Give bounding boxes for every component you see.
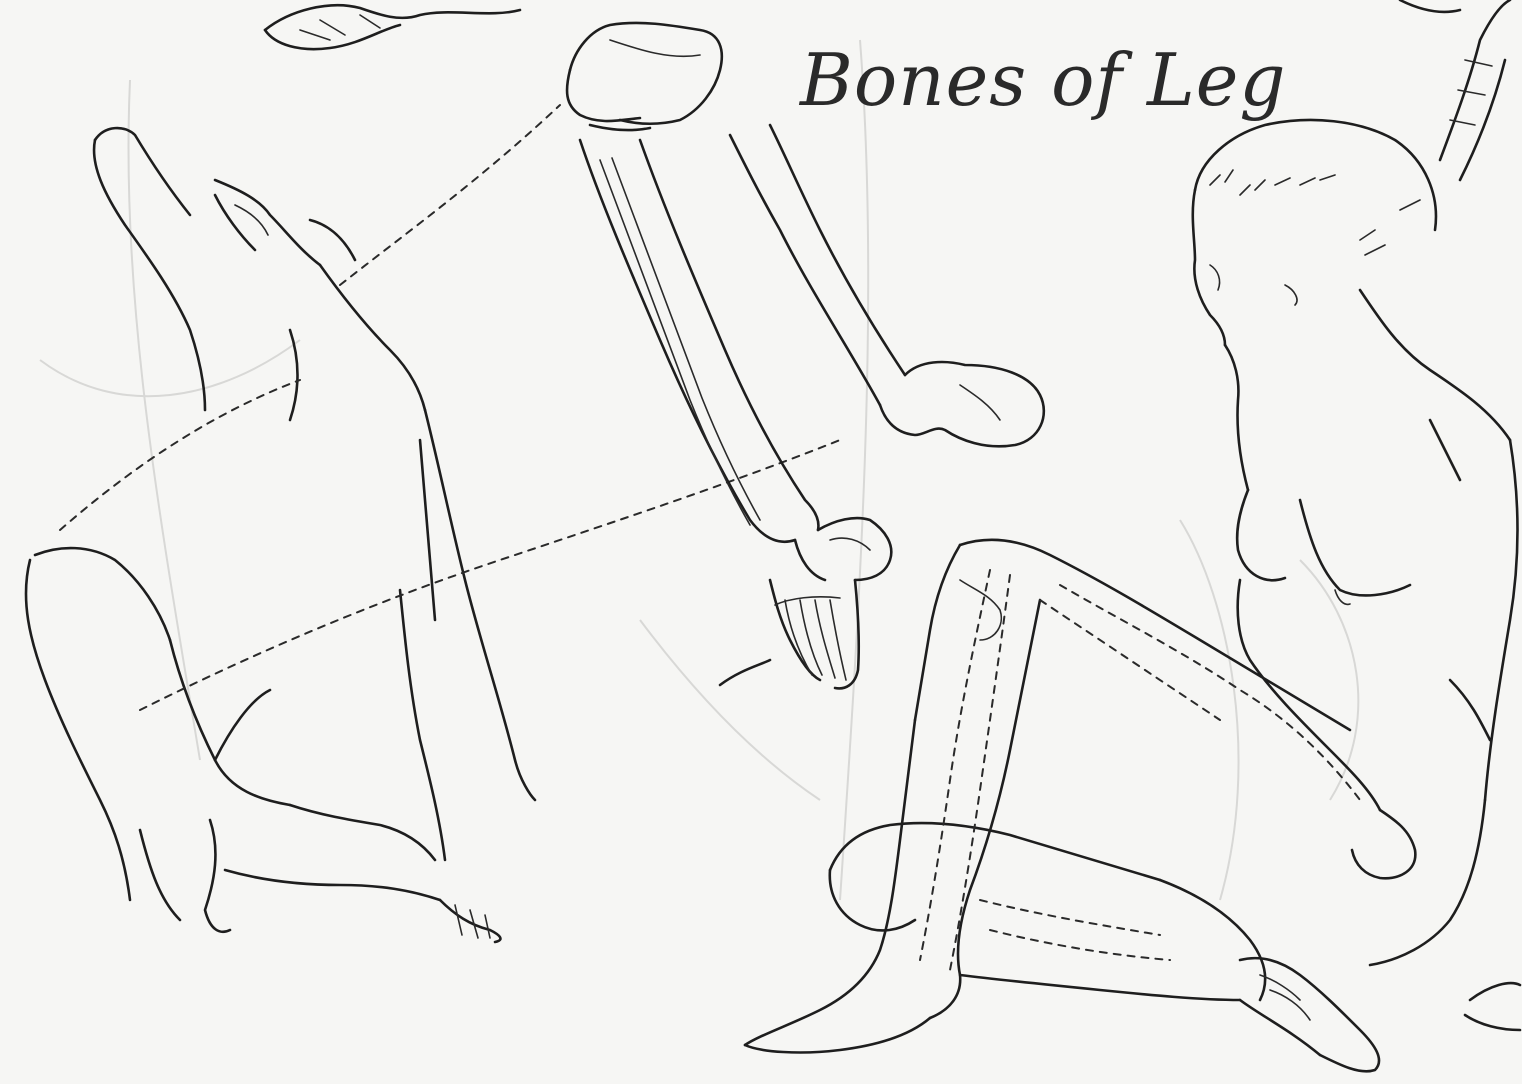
skeleton-hand-fragment <box>1400 0 1510 180</box>
hand-fragment <box>265 5 520 49</box>
leg-bones <box>567 23 1044 688</box>
page-title: Bones of Leg <box>800 38 1286 122</box>
left-figure <box>26 105 840 942</box>
bleed-through <box>40 40 1358 900</box>
right-figure <box>745 120 1520 1071</box>
